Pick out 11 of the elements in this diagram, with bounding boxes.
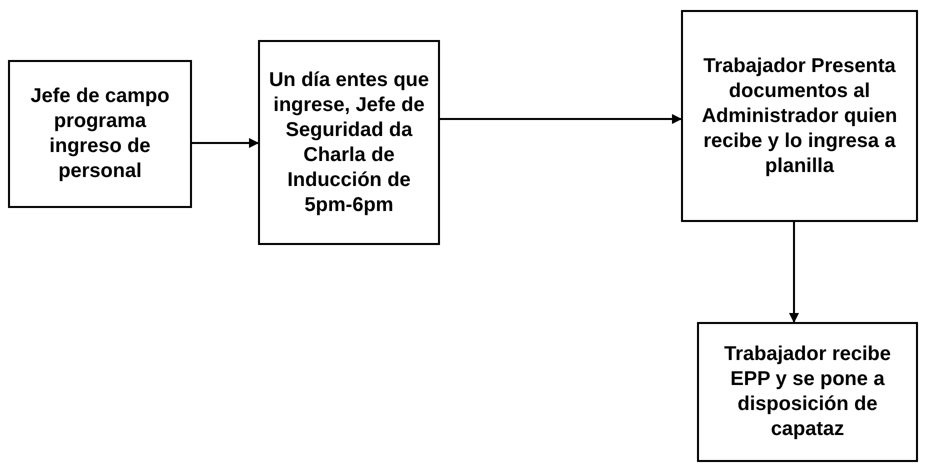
process-box [8,60,192,208]
box-text: Jefe de campo programa ingreso de personal [30,84,170,184]
process-box [258,40,440,245]
box-text: Trabajador recibe EPP y se pone a disposición de capataz [723,342,892,442]
arrow [789,222,799,323]
arrow [440,114,682,124]
process-box [681,10,918,222]
process-box [697,322,918,462]
arrow [192,138,259,148]
box-text: Trabajador Presenta documentos al Administrador quien recibe y lo ingresa a planilla [700,54,898,178]
box-text: Un día entes que ingrese, Jefe de Seguridad da Charla de Inducción de 5pm-6pm [268,68,430,218]
